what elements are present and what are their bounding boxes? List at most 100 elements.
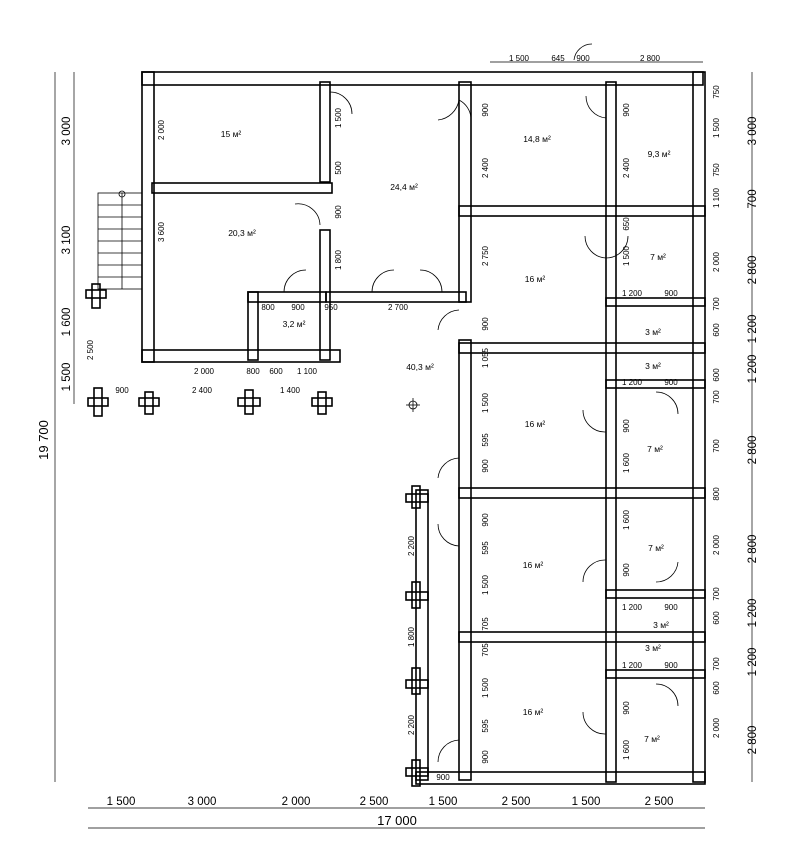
dim-label: 1 200 [747,355,759,384]
dim-label: 800 [712,487,721,501]
dim-label: 900 [334,205,343,219]
dim-label: 3 000 [61,117,73,146]
dim-label: 700 [747,189,759,208]
dim-label: 500 [334,161,343,175]
dim-label: 900 [115,386,129,395]
dim-label: 2 000 [712,717,721,738]
room-label: 3,2 м² [283,319,306,329]
top-dimensions: 1 500 645 900 2 800 [509,54,661,63]
room-label: 40,3 м² [406,362,434,372]
hall-left-wall [319,81,331,183]
dim-label: 900 [481,750,490,764]
dim-label: 900 [664,289,678,298]
right-outer-wall [692,71,706,783]
room-label: 16 м² [523,560,544,570]
dim-label: 900 [622,103,631,117]
dim-label: 1 100 [297,367,318,376]
room-label: 16 м² [523,707,544,717]
dim-label: 650 [622,217,631,231]
divider-1 [458,205,706,217]
room-label: 3 м² [645,361,661,371]
dim-label: 1 600 [622,739,631,760]
dim-label: 1 500 [481,392,490,413]
dim-label: 600 [712,611,721,625]
dim-label: 1 200 [622,289,643,298]
wing-left-wall-top [458,81,472,303]
total-width-label: 17 000 [377,813,417,828]
bath-top-wall [247,291,327,303]
dim-label: 2 000 [712,534,721,555]
room-label: 16 м² [525,419,546,429]
room-label: 7 м² [650,252,666,262]
dim-label: 2 000 [194,367,215,376]
dim-label: 600 [269,367,283,376]
room-label: 20,3 м² [228,228,256,238]
dim-label: 1 500 [481,677,490,698]
dim-label: 595 [481,541,490,555]
wing-left-wall [458,339,472,781]
dim-label: 600 [712,681,721,695]
dim-label: 1 500 [481,574,490,595]
left-block-dimensions: 2 000 800 600 1 100 900 2 400 1 400 800 … [115,303,408,395]
dim-label: 900 [576,54,590,63]
bath-left-wall [247,291,259,361]
room-label: 7 м² [644,734,660,744]
dim-label: 900 [622,419,631,433]
dim-label: 1 800 [334,249,343,270]
dim-label: 2 800 [747,436,759,465]
left-bottom-wall [141,349,341,363]
dim-label: 900 [481,103,490,117]
dim-label: 595 [481,433,490,447]
dim-label: 700 [712,657,721,671]
dim-label: 1 500 [61,363,73,392]
dim-label: 700 [712,587,721,601]
dim-label: 1 200 [622,661,643,670]
room-label: 3 м² [645,327,661,337]
divider-4 [458,631,706,643]
wc-divider-3 [605,589,706,599]
left-outer-wall [141,71,155,363]
dim-label: 2 400 [481,157,490,178]
dim-label: 900 [481,317,490,331]
room-label: 24,4 м² [390,182,418,192]
dim-label: 705 [481,617,490,631]
walls [85,43,706,787]
dim-label: 1 500 [712,117,721,138]
dim-label: 800 [261,303,275,312]
dim-label: 645 [551,54,565,63]
dim-label: 2 000 [712,251,721,272]
dim-label: 1 200 [747,599,759,628]
dim-label: 900 [481,459,490,473]
posts [85,283,429,787]
dim-label: 2 750 [481,245,490,266]
dim-label: 700 [712,390,721,404]
dim-label: 3 600 [157,221,166,242]
dim-label: 3 100 [61,226,73,255]
dim-label: 2 500 [502,796,531,808]
dim-label: 595 [481,719,490,733]
dim-label: 800 [246,367,260,376]
room-label: 7 м² [647,444,663,454]
dim-label: 900 [622,563,631,577]
dim-label: 2 500 [645,796,674,808]
dim-label: 750 [712,85,721,99]
dim-label: 1 800 [407,626,416,647]
hall-left-wall-lower [319,229,331,361]
dim-label: 600 [712,368,721,382]
room-labels: 15 м² 24,4 м² 14,8 м² 9,3 м² 20,3 м² 16 … [221,129,671,744]
dim-label: 1 600 [622,509,631,530]
dim-label: 2 800 [747,535,759,564]
right-dimensions: 3 000 700 2 800 1 200 1 200 2 800 2 800 … [747,117,759,755]
room-label: 15 м² [221,129,242,139]
dim-label: 1 100 [712,187,721,208]
dim-label: 1 600 [622,452,631,473]
divider-3 [458,487,706,499]
bottom-dimensions: 1 500 3 000 2 000 2 500 1 500 2 500 1 50… [107,796,674,828]
total-height-label: 19 700 [36,420,51,460]
wc-divider-2 [605,379,706,389]
dim-label: 1 055 [481,347,490,368]
dim-label: 700 [712,439,721,453]
dim-label: 1 200 [622,603,643,612]
corridor-outer-wall [415,489,429,781]
